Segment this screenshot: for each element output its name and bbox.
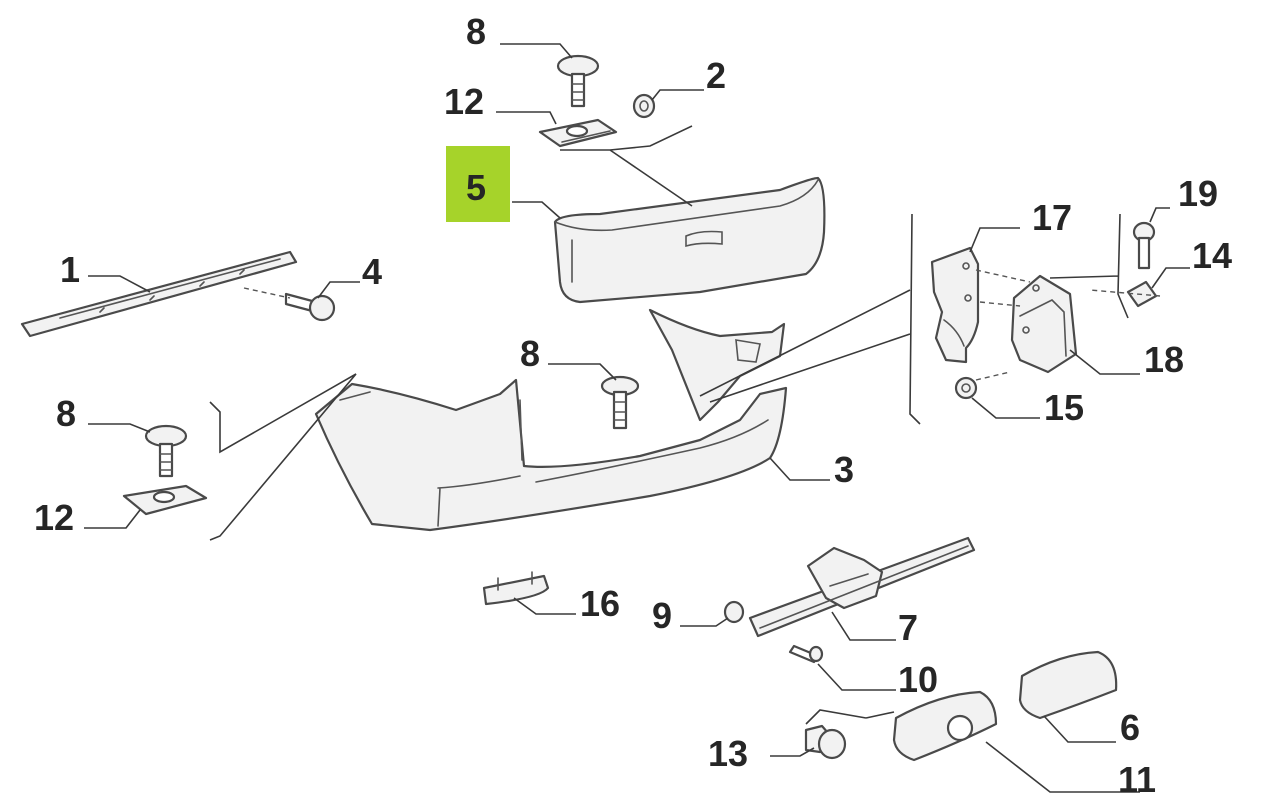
leader-lines xyxy=(84,43,1190,793)
part-12-speed-nut-top[interactable] xyxy=(538,118,618,148)
callout-3: 3 xyxy=(834,449,854,490)
callout-15: 15 xyxy=(1044,387,1084,428)
part-15-nut[interactable] xyxy=(954,376,978,400)
callout-5-highlight xyxy=(446,146,510,222)
part-19-bolt[interactable] xyxy=(1132,221,1156,270)
part-4-bolt[interactable] xyxy=(284,292,336,322)
callout-2: 2 xyxy=(706,55,726,96)
callout-16: 16 xyxy=(580,583,620,624)
callout-10: 10 xyxy=(898,659,938,700)
part-12-speed-nut-left[interactable] xyxy=(122,484,208,516)
part-17-bracket[interactable] xyxy=(930,246,980,364)
callout-4: 4 xyxy=(362,251,382,292)
callout-14: 14 xyxy=(1192,235,1232,276)
part-13-plug[interactable] xyxy=(804,724,847,760)
callout-13: 13 xyxy=(708,733,748,774)
callout-8-middle: 8 xyxy=(520,333,540,374)
part-18-bracket[interactable] xyxy=(1010,274,1078,374)
callout-9: 9 xyxy=(652,595,672,636)
part-9-nut[interactable] xyxy=(723,600,745,624)
callout-12-top: 12 xyxy=(444,81,484,122)
part-16-reflector[interactable] xyxy=(482,571,550,606)
part-7-lower-reinforcement[interactable] xyxy=(748,536,976,638)
part-8-clip-middle[interactable] xyxy=(600,375,640,430)
callout-1: 1 xyxy=(60,249,80,290)
callout-8-top: 8 xyxy=(466,11,486,52)
callout-5: 5 xyxy=(466,167,486,208)
part-8-clip-left[interactable] xyxy=(144,424,188,478)
part-6-cover[interactable] xyxy=(1018,650,1118,720)
part-10-bolt[interactable] xyxy=(788,644,824,664)
part-8-clip-top[interactable] xyxy=(556,54,600,108)
part-3-bumper-cover[interactable] xyxy=(314,308,788,532)
part-2-nut[interactable] xyxy=(632,93,656,119)
part-11-cover[interactable] xyxy=(892,690,998,762)
callout-11: 11 xyxy=(1118,759,1156,800)
callout-6: 6 xyxy=(1120,707,1140,748)
callout-12-left: 12 xyxy=(34,497,74,538)
callout-8-left: 8 xyxy=(56,393,76,434)
callout-19: 19 xyxy=(1178,173,1218,214)
callouts: 8 12 2 5 1 4 17 19 14 18 15 8 8 3 12 16 … xyxy=(34,11,1232,800)
callout-7: 7 xyxy=(898,607,918,648)
callout-18: 18 xyxy=(1144,339,1184,380)
part-5-trim-panel[interactable] xyxy=(553,176,826,304)
part-1-reinforcement-strip[interactable] xyxy=(20,250,298,338)
callout-17: 17 xyxy=(1032,197,1072,238)
